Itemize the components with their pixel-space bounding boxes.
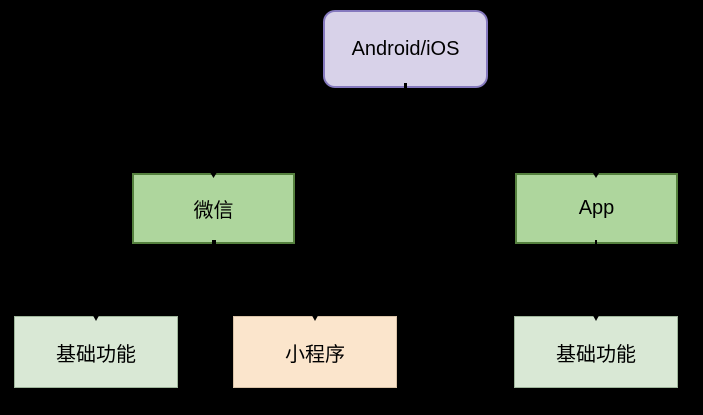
node-app: App — [515, 173, 678, 244]
node-basic-functions-left: 基础功能 — [14, 316, 178, 388]
node-wechat-label: 微信 — [193, 200, 234, 222]
node-android-ios: Android/iOS — [323, 10, 488, 88]
node-basic-functions-left-label: 基础功能 — [56, 343, 136, 366]
node-basic-functions-right: 基础功能 — [514, 316, 678, 388]
node-basic-functions-right-label: 基础功能 — [556, 343, 636, 366]
edge-wechat-to-mini-program — [214, 240, 321, 321]
node-app-label: App — [578, 197, 615, 219]
node-mini-program-label: 小程序 — [285, 343, 345, 366]
node-wechat: 微信 — [132, 173, 295, 244]
node-android-ios-label: Android/iOS — [351, 37, 460, 60]
edge-wechat-to-basic-left — [90, 240, 214, 321]
edge-android-to-wechat — [208, 83, 406, 178]
node-mini-program: 小程序 — [233, 316, 397, 388]
edge-app-to-basic-right — [590, 240, 602, 321]
edge-android-to-app — [405, 83, 602, 178]
